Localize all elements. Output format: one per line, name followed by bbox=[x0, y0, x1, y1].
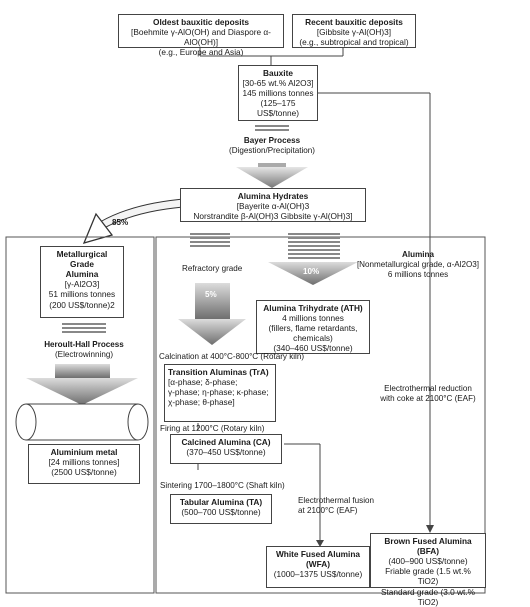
percent-85-label: 85% bbox=[112, 218, 129, 227]
metallurgical-frame bbox=[5, 236, 155, 594]
metallurgical-quantity: 51 millions tonnes bbox=[48, 289, 116, 300]
oldest-deposits-region: (e.g., Europe and Asia) bbox=[158, 47, 244, 58]
electrothermal-reduction-line2: with coke at 2100°C (EAF) bbox=[380, 393, 476, 403]
percent-10-label: 10% bbox=[303, 267, 320, 276]
alumina-grade: [Nonmetallurgical grade, α-Al2O3] bbox=[356, 259, 480, 269]
metallurgical-title-1: Metallurgical Grade bbox=[56, 249, 108, 270]
metallurgical-alumina-box: Metallurgical Grade Alumina [γ-Al2O3] 51… bbox=[40, 246, 124, 318]
wfa-title-2: (WFA) bbox=[306, 559, 330, 570]
bauxite-price: (125–175 US$/tonne) bbox=[257, 98, 299, 119]
bayer-process-title: Bayer Process bbox=[243, 136, 301, 145]
bfa-friable: Friable grade (1.5 wt.% TiO2) bbox=[385, 566, 471, 587]
tabular-alumina-price: (500–700 US$/tonne) bbox=[181, 507, 261, 518]
bayer-process-subtitle: (Digestion/Precipitation) bbox=[229, 145, 315, 155]
bfa-box: Brown Fused Alumina (BFA) (400–900 US$/t… bbox=[370, 533, 486, 607]
ath-box: Alumina Trihydrate (ATH) 4 millions tonn… bbox=[256, 300, 370, 354]
metallurgical-price: (200 US$/tonne)2 bbox=[49, 299, 115, 310]
metallurgical-title-2: Alumina bbox=[65, 269, 99, 280]
ath-uses: (fillers, flame retardants, chemicals) bbox=[268, 323, 358, 344]
bfa-title: Brown Fused Alumina (BFA) bbox=[384, 536, 472, 557]
recent-deposits-box: Recent bauxitic deposits [Gibbsite γ-Al(… bbox=[292, 14, 416, 48]
bauxite-to-bayer-arrow bbox=[255, 125, 289, 131]
ath-quantity: 4 millions tonnes bbox=[282, 313, 344, 324]
alumina-quantity: 6 millions tonnes bbox=[387, 269, 449, 279]
transition-aluminas-line3: χ-phase; θ-phase] bbox=[168, 397, 235, 408]
ath-price: (340–460 US$/tonne) bbox=[273, 343, 353, 354]
bayer-process-label: Bayer Process (Digestion/Precipitation) bbox=[222, 136, 322, 156]
alumina-label: Alumina [Nonmetallurgical grade, α-Al2O3… bbox=[356, 250, 480, 280]
transition-aluminas-line1: [α-phase; δ-phase; bbox=[168, 377, 238, 388]
calcined-alumina-title: Calcined Alumina (CA) bbox=[181, 437, 271, 447]
wfa-title-1: White Fused Alumina bbox=[275, 549, 361, 559]
electrothermal-fusion-label: Electrothermal fusion at 2100°C (EAF) bbox=[298, 496, 374, 516]
heroult-to-aluminium-arrow bbox=[26, 364, 138, 405]
electrothermal-fusion-line2: at 2100°C (EAF) bbox=[298, 505, 358, 515]
refractory-grade-label: Refractory grade bbox=[182, 264, 243, 273]
transition-aluminas-title: Transition Aluminas (TrA) bbox=[168, 367, 269, 377]
calcined-alumina-price: (370–450 US$/tonne) bbox=[186, 447, 266, 458]
percent-5-label: 5% bbox=[205, 290, 217, 299]
sintering-label: Sintering 1700–1800°C (Shaft kiln) bbox=[160, 481, 285, 490]
recent-deposits-region: (e.g., subtropical and tropical) bbox=[299, 37, 409, 48]
bauxite-title: Bauxite bbox=[263, 68, 293, 78]
alumina-hydrates-line1: [Bayerite α-Al(OH)3 bbox=[236, 201, 310, 212]
ath-title: Alumina Trihydrate (ATH) bbox=[263, 303, 363, 313]
tabular-alumina-title: Tabular Alumina (TA) bbox=[179, 497, 263, 507]
arrowhead bbox=[316, 540, 324, 547]
calcined-alumina-box: Calcined Alumina (CA) (370–450 US$/tonne… bbox=[170, 434, 282, 464]
bfa-price: (400–900 US$/tonne) bbox=[388, 556, 468, 567]
alumina-title: Alumina bbox=[402, 250, 434, 259]
firing-label: Firing at 1200°C (Rotary kiln) bbox=[160, 424, 265, 433]
bfa-standard: Standard grade (3.0 wt.% TiO2) bbox=[380, 586, 476, 607]
refractory-arrow bbox=[178, 233, 246, 345]
bauxite-box: Bauxite [30-65 wt.% Al2O3] 145 millions … bbox=[238, 65, 318, 121]
aluminium-metal-title: Aluminium metal bbox=[50, 447, 118, 457]
alumina-hydrates-line2: Norstrandite β-Al(OH)3 Gibbsite γ-Al(OH)… bbox=[193, 211, 353, 222]
heroult-hall-title: Heroult-Hall Process bbox=[44, 340, 124, 349]
oldest-deposits-minerals: [Boehmite γ-AlO(OH) and Diaspore α-AlO(O… bbox=[131, 27, 271, 48]
electrothermal-fusion-line1: Electrothermal fusion bbox=[298, 496, 375, 505]
heroult-hall-label: Heroult-Hall Process (Electrowinning) bbox=[34, 340, 134, 360]
heroult-hall-subtitle: (Electrowinning) bbox=[54, 349, 114, 359]
recent-deposits-title: Recent bauxitic deposits bbox=[305, 17, 403, 27]
metallurgical-to-heroult-arrow bbox=[62, 323, 106, 333]
electrothermal-reduction-line1: Electrothermal reduction bbox=[384, 384, 472, 393]
transition-aluminas-box: Transition Aluminas (TrA) [α-phase; δ-ph… bbox=[164, 364, 276, 422]
electrothermal-reduction-label: Electrothermal reduction with coke at 21… bbox=[376, 384, 480, 404]
wfa-price: (1000–1375 US$/tonne) bbox=[273, 569, 363, 580]
oldest-deposits-box: Oldest bauxitic deposits [Boehmite γ-AlO… bbox=[118, 14, 284, 57]
ath-arrow bbox=[268, 233, 358, 285]
aluminium-metal-quantity: [24 millions tonnes] bbox=[48, 457, 120, 468]
oldest-deposits-title: Oldest bauxitic deposits bbox=[153, 17, 249, 27]
bayer-to-hydrates-arrow bbox=[236, 163, 308, 188]
aluminium-ingot-cylinder bbox=[15, 403, 149, 441]
aluminium-metal-price: (2500 US$/tonne) bbox=[51, 467, 117, 478]
aluminium-metal-box: Aluminium metal [24 millions tonnes] (25… bbox=[28, 444, 140, 484]
bauxite-composition: [30-65 wt.% Al2O3] bbox=[242, 78, 314, 89]
transition-aluminas-line2: γ-phase; η-phase; κ-phase; bbox=[168, 387, 269, 398]
bauxite-quantity: 145 millions tonnes bbox=[242, 88, 314, 99]
wfa-box: White Fused Alumina (WFA) (1000–1375 US$… bbox=[266, 546, 370, 588]
metallurgical-phase: [γ-Al2O3] bbox=[64, 279, 100, 290]
arrowhead bbox=[426, 525, 434, 533]
alumina-hydrates-title: Alumina Hydrates bbox=[237, 191, 309, 201]
recent-deposits-minerals: [Gibbsite γ-Al(OH)3] bbox=[316, 27, 392, 38]
tabular-alumina-box: Tabular Alumina (TA) (500–700 US$/tonne) bbox=[170, 494, 272, 524]
calcination-label: Calcination at 400°C-800°C (Rotary kiln) bbox=[159, 352, 305, 361]
alumina-hydrates-box: Alumina Hydrates [Bayerite α-Al(OH)3 Nor… bbox=[180, 188, 366, 222]
